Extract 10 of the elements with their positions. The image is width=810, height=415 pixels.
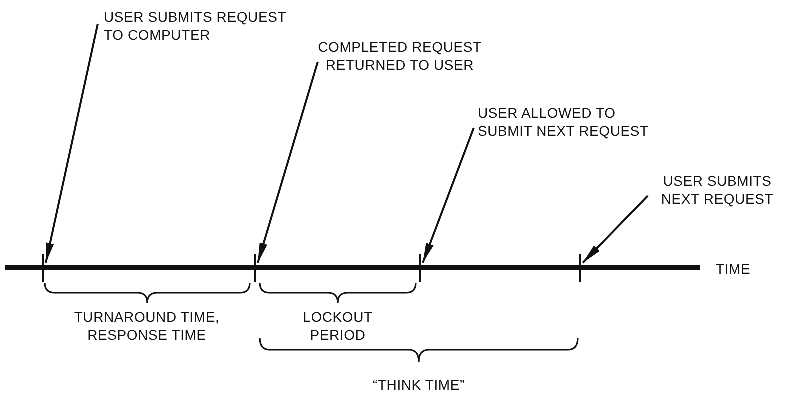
period-label: TURNAROUND TIME, RESPONSE TIME: [73, 308, 221, 344]
period-label: LOCKOUT PERIOD: [302, 308, 374, 344]
arrow: [422, 128, 475, 264]
arrow: [257, 62, 319, 264]
axis-label: TIME: [716, 260, 752, 278]
arrow: [45, 24, 99, 264]
callout-text: USER SUBMITS NEXT REQUEST: [650, 172, 785, 208]
arrow: [582, 195, 649, 264]
period-label: “THINK TIME”: [372, 376, 466, 394]
callout-text: USER ALLOWED TO SUBMIT NEXT REQUEST: [478, 104, 668, 140]
